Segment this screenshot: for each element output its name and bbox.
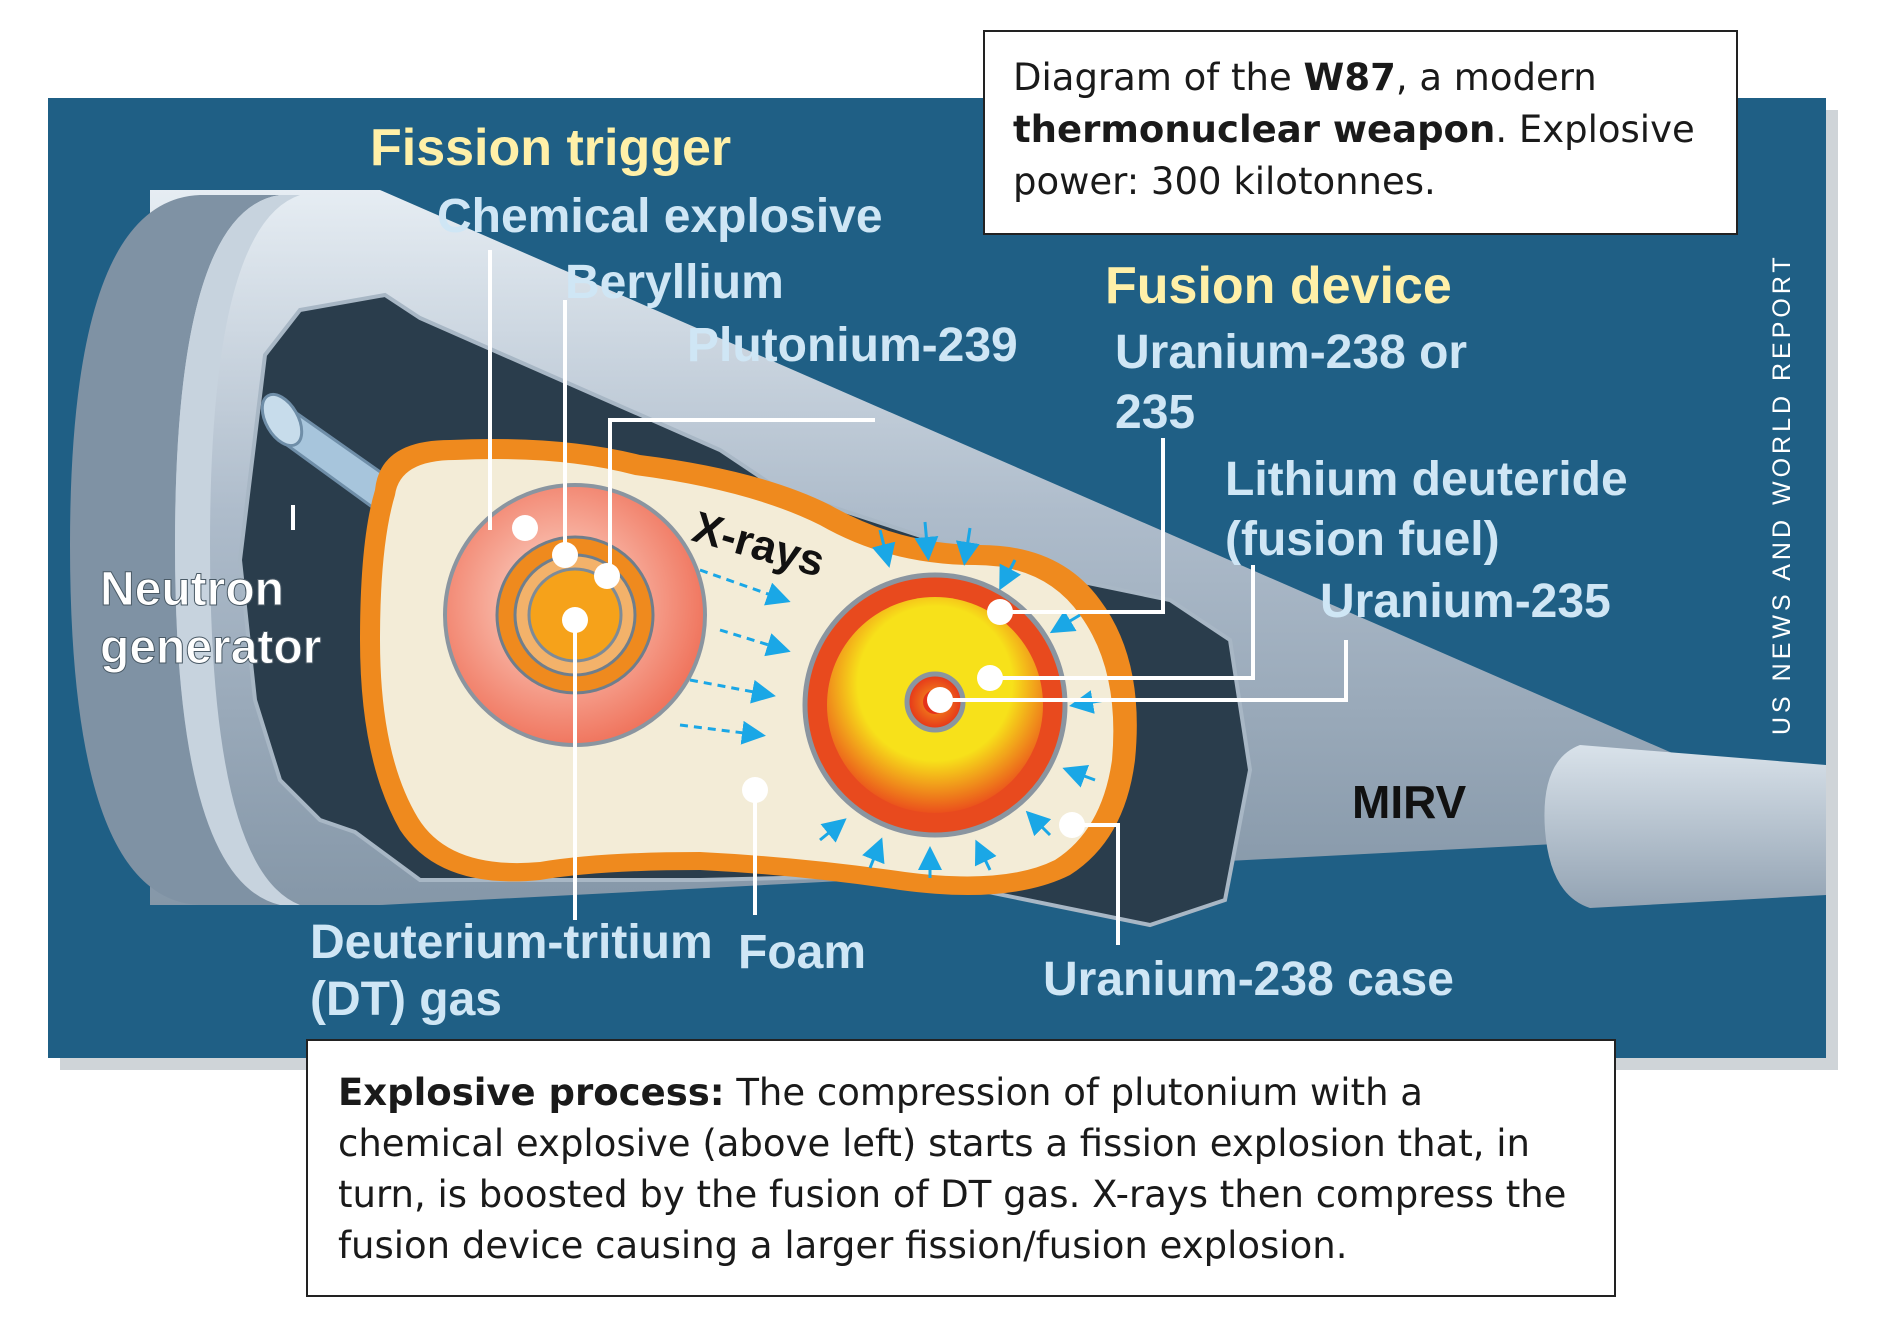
label-mirv: MIRV [1352,776,1466,828]
title-text-post: . Explosive power: 300 kilotonnes. [1013,108,1695,203]
credit-text: US NEWS AND WORLD REPORT [1768,253,1796,735]
title-model: W87 [1303,56,1396,99]
label-foam: Foam [738,926,866,979]
label-fusion-device: Fusion device [1105,257,1452,315]
leader-dots [512,515,1085,838]
casing-base-inner [175,195,300,905]
label-lithium-deuteride: Lithium deuteride [1225,453,1628,506]
label-uranium-238-case: Uranium-238 case [1043,953,1454,1006]
process-box: Explosive process: The compression of pl… [306,1039,1616,1297]
label-dt-gas: (DT) gas [310,973,502,1026]
process-heading: Explosive process: [338,1071,725,1114]
label-beryllium: Beryllium [565,256,784,309]
label-fusion-fuel: (fusion fuel) [1225,513,1500,566]
label-deuterium-tritium: Deuterium-tritium [310,916,713,969]
label-plutonium-239: Plutonium-239 [687,319,1018,372]
label-fission-trigger: Fission trigger [370,119,731,177]
label-generator: generator [100,621,321,674]
xray-arrows [679,568,791,745]
neutron-generator-end [260,392,304,448]
label-chemical-explosive: Chemical explosive [437,190,883,243]
title-weapon-type: thermonuclear weapon [1013,108,1496,151]
casing-base-rim [70,195,280,905]
casing-nose-tip [1544,745,1826,908]
label-uranium-235: Uranium-235 [1320,575,1611,628]
title-text-pre: Diagram of the [1013,56,1304,99]
title-box: Diagram of the W87, a modern thermonucle… [983,30,1738,235]
process-text: The compression of plutonium with a chem… [338,1071,1567,1267]
leader-lines [291,250,1348,945]
label-uranium-238-or: Uranium-238 or [1115,326,1467,379]
label-uranium-238-or-235: 235 [1115,386,1195,439]
label-neutron: Neutron [100,563,284,616]
title-text-mid: , a modern [1395,56,1597,99]
